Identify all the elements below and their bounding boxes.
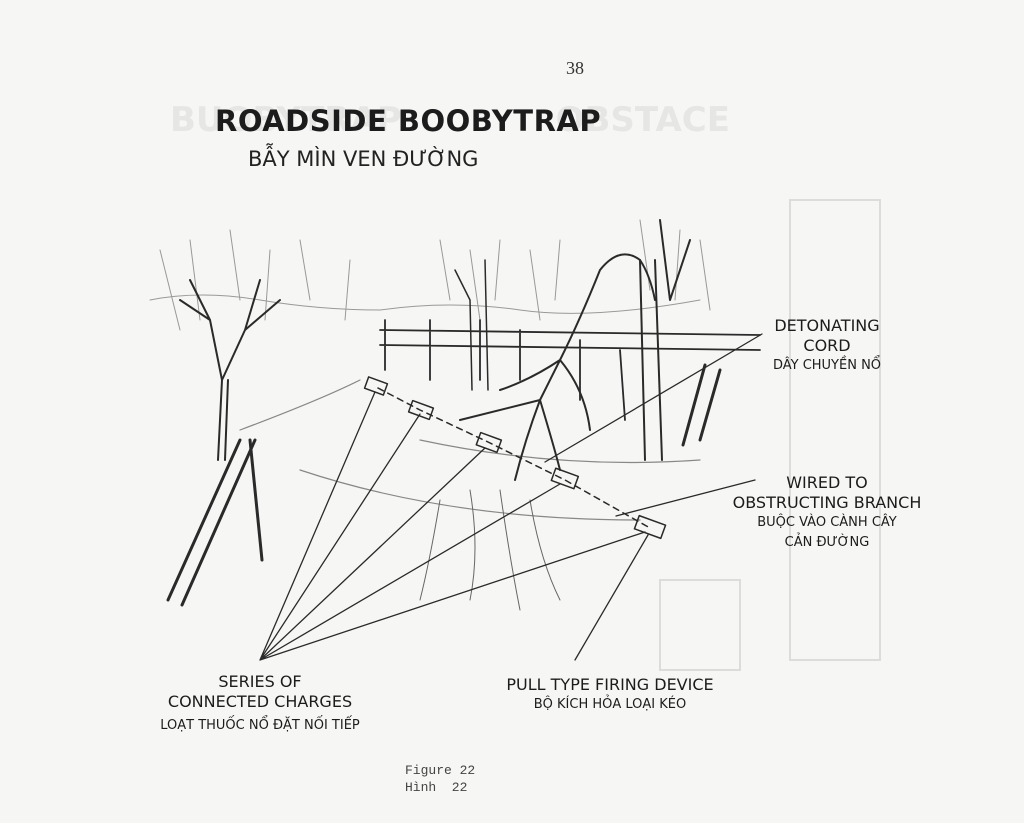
series-label: SERIES OF CONNECTED CHARGES LOẠT THUỐC N… <box>140 672 380 736</box>
series-en-1: SERIES OF <box>218 672 302 691</box>
caption-vn: Hình 22 <box>405 780 468 795</box>
wired-to-en-1: WIRED TO <box>786 473 868 492</box>
figure-subtitle: BẪY MÌN VEN ĐƯỜNG <box>248 147 479 171</box>
detonating-cord-label: DETONATING CORD DÂY CHUYỀN NỔ <box>752 316 902 376</box>
wired-to-vn-2: CẢN ĐƯỜNG <box>784 535 870 550</box>
wired-to-en-2: OBSTRUCTING BRANCH <box>732 493 922 512</box>
detonating-cord-en-2: CORD <box>803 336 851 355</box>
figure-title: ROADSIDE BOOBYTRAP <box>215 104 602 138</box>
pull-type-en: PULL TYPE FIRING DEVICE <box>506 675 714 694</box>
pull-type-vn: BỘ KÍCH HỎA LOẠI KÉO <box>533 697 687 712</box>
wired-to-vn-1: BUỘC VÀO CÀNH CÂY <box>757 515 897 530</box>
caption-en: Figure 22 <box>405 763 476 778</box>
pull-type-label: PULL TYPE FIRING DEVICE BỘ KÍCH HỎA LOẠI… <box>470 675 750 715</box>
detonating-cord-vn: DÂY CHUYỀN NỔ <box>772 358 882 373</box>
figure-caption: Figure 22 Hình 22 <box>405 762 515 796</box>
wired-to-label: WIRED TO OBSTRUCTING BRANCH BUỘC VÀO CÀN… <box>712 473 942 553</box>
detonating-cord-en-1: DETONATING <box>774 316 880 335</box>
bleed-through-text: BUOBYTRAP OBSTACE <box>170 100 730 140</box>
series-vn: LOẠT THUỐC NỔ ĐẶT NỐI TIẾP <box>160 718 360 733</box>
page-number: 38 <box>566 58 584 78</box>
series-en-2: CONNECTED CHARGES <box>167 692 353 711</box>
